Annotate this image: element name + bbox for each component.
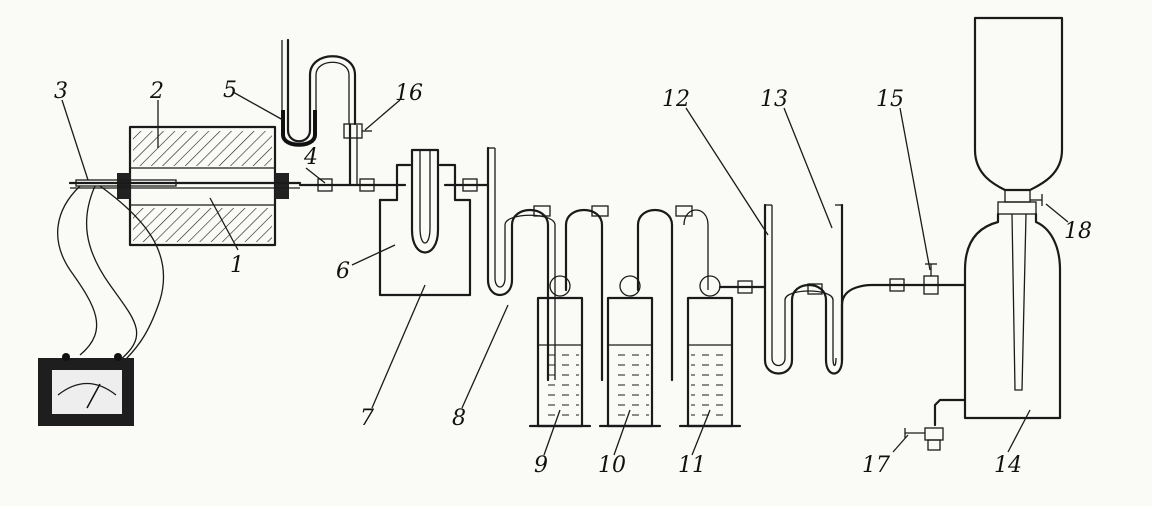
thermocouple [57,179,177,361]
label-16: 16 [395,81,423,106]
label-13: 13 [760,87,788,112]
label-12: 12 [662,87,690,112]
label-14: 14 [994,453,1022,478]
leader-lines [61,91,1069,456]
label-2: 2 [149,79,164,104]
absorber-11 [678,275,742,428]
label-4: 4 [303,145,318,170]
label-1: 1 [230,253,244,278]
label-3: 3 [54,79,68,104]
u-tubes-12-13 [718,203,844,375]
aspirator-bottle [904,16,1064,451]
absorber-10 [598,275,662,428]
label-17: 17 [862,453,890,478]
galvanometer [38,353,134,426]
absorber-9 [528,275,592,428]
label-5: 5 [223,78,237,103]
label-15: 15 [876,87,904,112]
manometer-5 [281,38,375,192]
label-6: 6 [336,259,350,284]
label-11: 11 [678,453,706,478]
label-18: 18 [1064,219,1092,244]
u-trap-in-bath [368,148,490,297]
labels: 3 2 1 5 4 16 6 7 8 9 10 11 12 13 15 14 1… [54,78,1092,478]
line-to-aspirator [840,263,967,362]
delivery-tube [486,146,709,382]
label-8: 8 [452,406,466,431]
label-9: 9 [534,453,548,478]
label-7: 7 [360,406,374,431]
tube-furnace [68,125,302,247]
label-10: 10 [598,453,626,478]
